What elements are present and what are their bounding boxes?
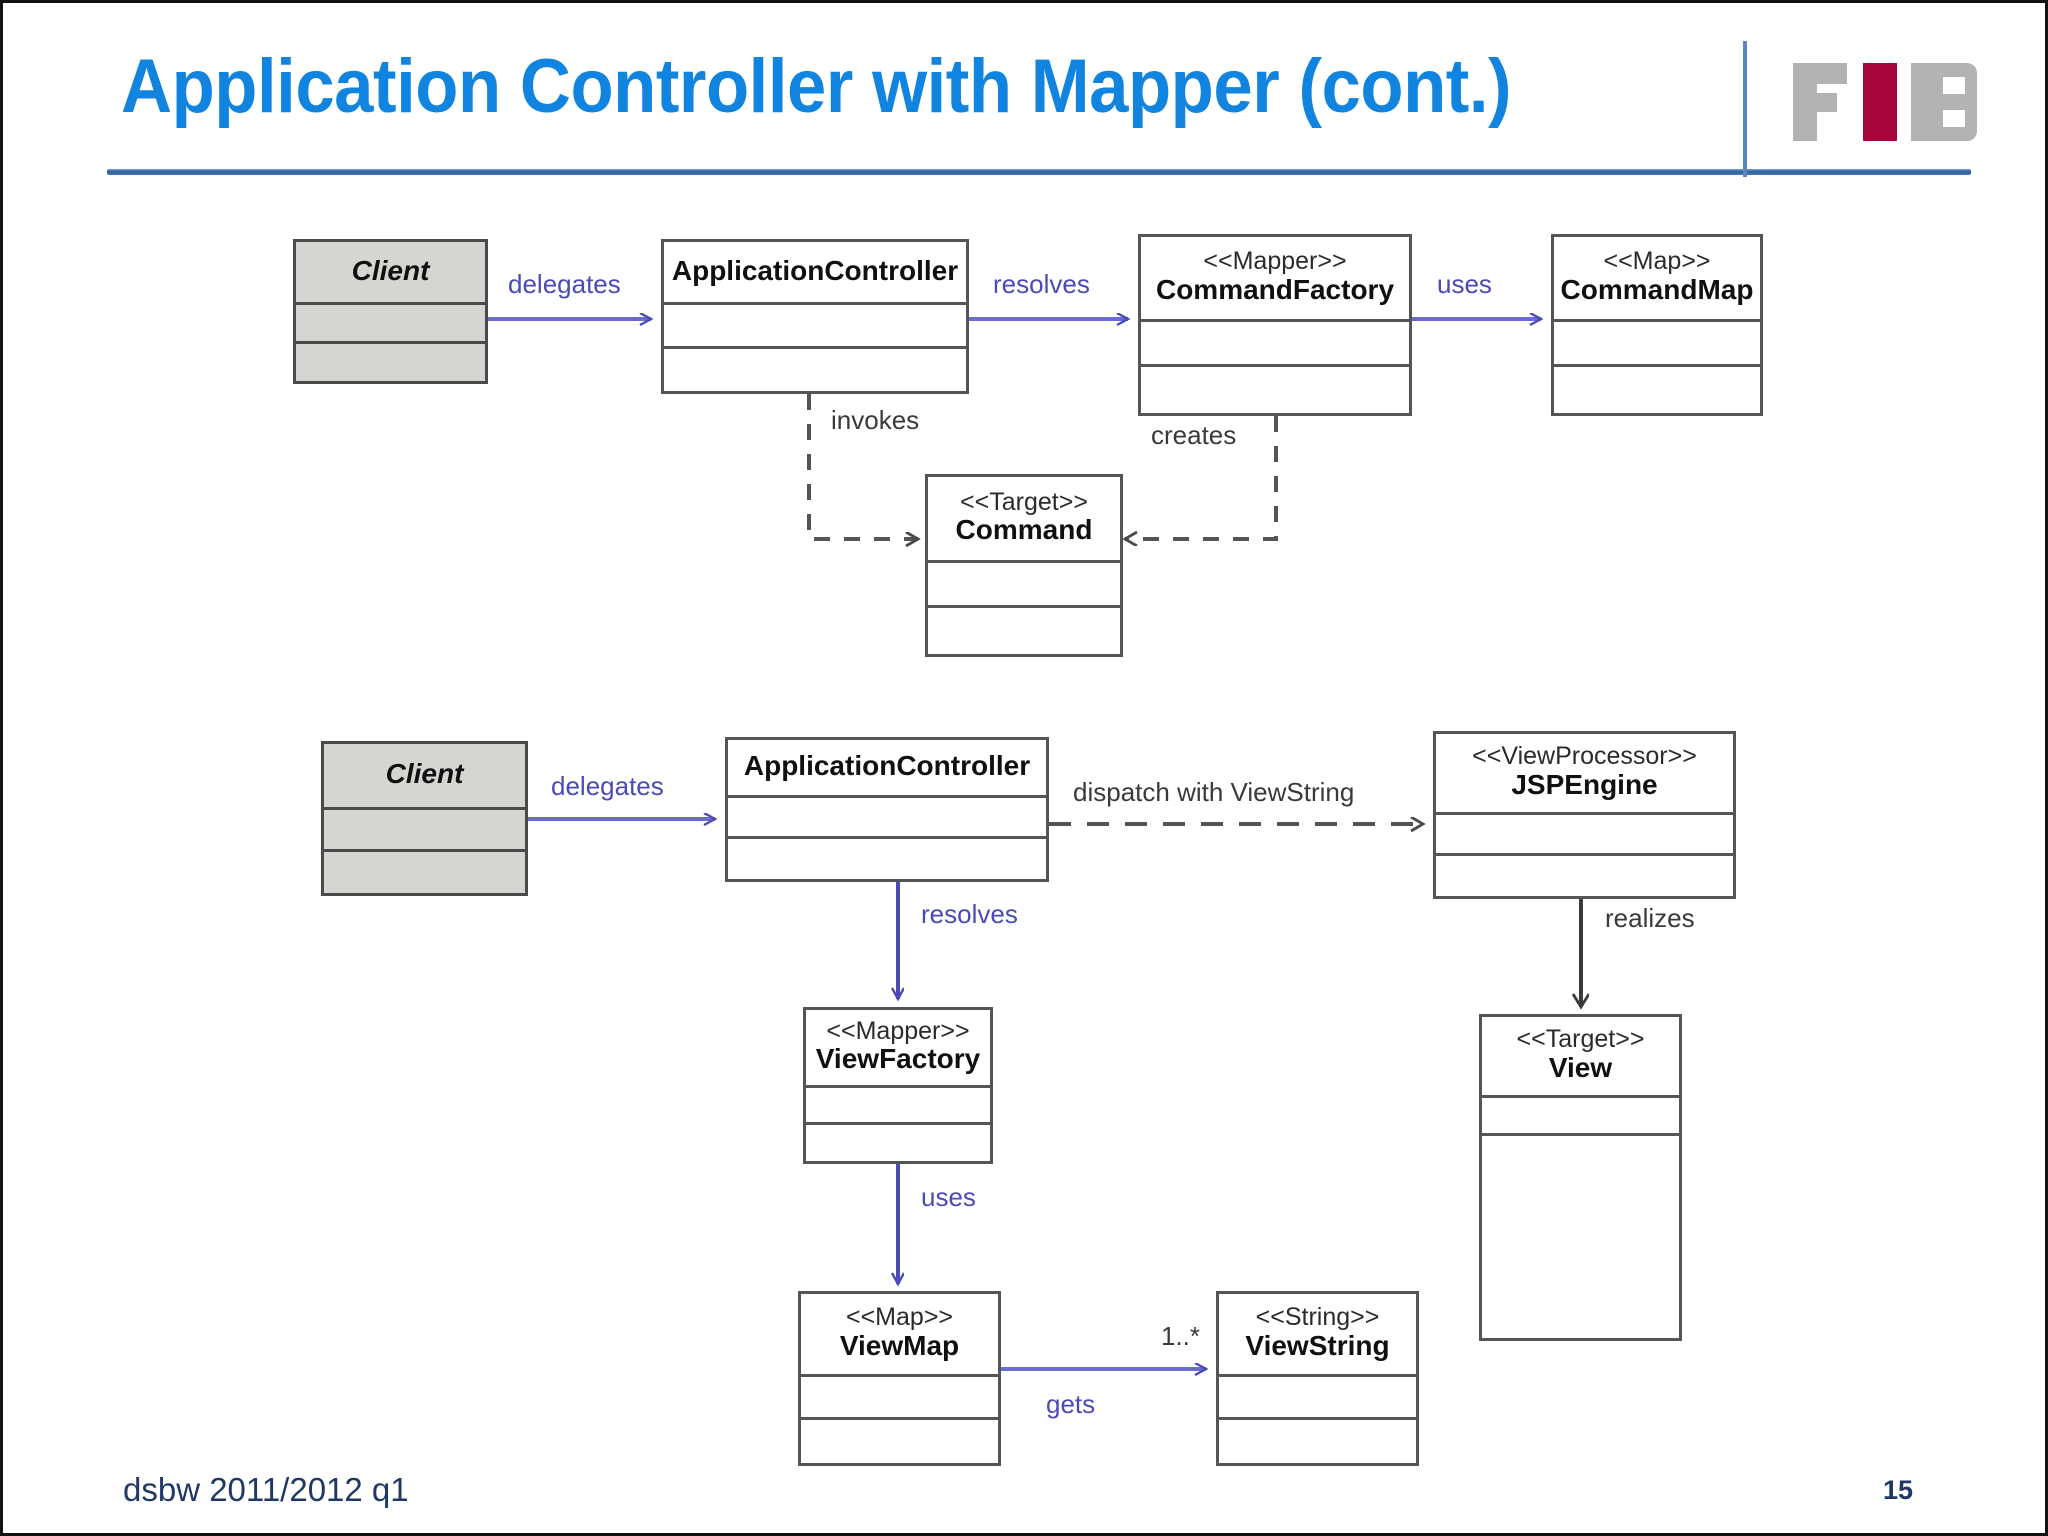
uml-class-header: <<Target>> Command	[928, 477, 1120, 560]
edge-label-resolves-top: resolves	[993, 269, 1090, 299]
uml-class-stereotype: <<Target>>	[1516, 1025, 1645, 1054]
uml-class-name: ApplicationController	[743, 750, 1031, 782]
edge-label-delegates-bottom: delegates	[551, 771, 664, 801]
uml-attributes-compartment	[801, 1374, 998, 1417]
uml-class-application-controller-top[interactable]: ApplicationController	[661, 239, 969, 394]
uml-class-header: <<ViewProcessor>> JSPEngine	[1436, 734, 1733, 812]
uml-attributes-compartment	[728, 795, 1046, 836]
uml-operations-compartment	[801, 1416, 998, 1463]
uml-operations-compartment	[728, 836, 1046, 879]
page-number: 15	[1883, 1475, 1914, 1505]
uml-class-stereotype: <<Mapper>>	[1203, 247, 1347, 276]
diagram-canvas: Client ApplicationController <<Mapper>> …	[3, 179, 2045, 1479]
uml-class-client-bottom[interactable]: Client	[321, 741, 528, 896]
edge-label-delegates-top: delegates	[508, 269, 621, 299]
uml-class-view-map[interactable]: <<Map>> ViewMap	[798, 1291, 1001, 1466]
uml-class-view[interactable]: <<Target>> View	[1479, 1014, 1682, 1341]
uml-operations-compartment	[1554, 364, 1760, 413]
uml-attributes-compartment	[806, 1085, 990, 1122]
uml-class-name: ViewMap	[839, 1329, 960, 1361]
uml-class-header: <<Target>> View	[1482, 1017, 1679, 1095]
edge-label-resolves-bottom: resolves	[921, 899, 1018, 929]
uml-class-stereotype: <<ViewProcessor>>	[1472, 742, 1697, 771]
edge-label-creates-top: creates	[1151, 420, 1237, 450]
uml-class-header: <<Map>> ViewMap	[801, 1294, 998, 1374]
logo-letter-b-stem	[1911, 63, 1937, 141]
uml-class-name: ViewFactory	[815, 1043, 981, 1075]
edge-label-gets: gets	[1046, 1389, 1096, 1419]
footer-course-label: dsbw 2011/2012 q1	[123, 1471, 409, 1508]
logo-letter-f-stem	[1793, 63, 1817, 141]
uml-attributes-compartment	[296, 302, 485, 341]
uml-operations-compartment	[1141, 364, 1409, 413]
slide-header: Application Controller with Mapper (cont…	[3, 3, 2045, 179]
page-title: Application Controller with Mapper (cont…	[121, 44, 1512, 129]
uml-operations-compartment	[296, 341, 485, 381]
uml-class-application-controller-bottom[interactable]: ApplicationController	[725, 737, 1049, 882]
logo-letter-i	[1863, 63, 1897, 141]
uml-class-stereotype: <<String>>	[1255, 1303, 1380, 1332]
uml-class-name: Client	[385, 758, 464, 790]
uml-class-command[interactable]: <<Target>> Command	[925, 474, 1123, 657]
uml-class-stereotype: <<Map>>	[1603, 247, 1711, 276]
header-vertical-divider	[1743, 41, 1747, 177]
uml-class-header: Client	[324, 744, 525, 807]
uml-attributes-compartment	[1554, 319, 1760, 364]
uml-class-header: <<Map>> CommandMap	[1554, 237, 1760, 319]
uml-class-stereotype: <<Target>>	[960, 487, 1088, 516]
title-underline-rule	[107, 169, 1971, 175]
uml-class-name: Client	[351, 254, 430, 286]
uml-operations-compartment	[1436, 853, 1733, 896]
uml-attributes-compartment	[1436, 812, 1733, 853]
uml-class-name: CommandFactory	[1155, 273, 1395, 305]
edge-label-realizes: realizes	[1605, 903, 1695, 933]
logo-letter-b-lower-counter	[1943, 110, 1965, 127]
edge-label-dispatch-with-viewstring: dispatch with ViewString	[1073, 777, 1355, 807]
uml-class-header: <<String>> ViewString	[1219, 1294, 1416, 1374]
uml-attributes-compartment	[1482, 1095, 1679, 1133]
edge-label-uses-bottom: uses	[921, 1182, 976, 1212]
uml-class-command-factory[interactable]: <<Mapper>> CommandFactory	[1138, 234, 1412, 416]
uml-class-view-string[interactable]: <<String>> ViewString	[1216, 1291, 1419, 1466]
uml-attributes-compartment	[664, 302, 966, 346]
uml-class-name: Command	[955, 514, 1093, 546]
uml-operations-compartment	[324, 849, 525, 893]
edge-label-invokes-top: invokes	[831, 405, 920, 435]
uml-attributes-compartment	[1141, 319, 1409, 364]
uml-operations-compartment	[806, 1122, 990, 1161]
uml-operations-compartment	[928, 605, 1120, 654]
uml-operations-compartment	[664, 346, 966, 391]
uml-class-jsp-engine[interactable]: <<ViewProcessor>> JSPEngine	[1433, 731, 1736, 899]
uml-class-name: ViewString	[1245, 1329, 1390, 1361]
uml-class-client-top[interactable]: Client	[293, 239, 488, 384]
uml-operations-compartment	[1219, 1416, 1416, 1463]
uml-attributes-compartment	[1219, 1374, 1416, 1417]
uml-class-header: <<Mapper>> ViewFactory	[806, 1010, 990, 1085]
logo-letter-b-upper-counter	[1943, 77, 1965, 94]
edge-label-multiplicity-viewstring: 1..*	[1161, 1321, 1201, 1351]
uml-attributes-compartment	[928, 560, 1120, 605]
uml-class-name: ApplicationController	[671, 254, 959, 286]
uml-class-header: <<Mapper>> CommandFactory	[1141, 237, 1409, 319]
uml-class-header: Client	[296, 242, 485, 302]
uml-class-header: ApplicationController	[664, 242, 966, 302]
uml-class-stereotype: <<Mapper>>	[826, 1016, 970, 1045]
uml-operations-compartment	[1482, 1133, 1679, 1177]
uml-class-header: ApplicationController	[728, 740, 1046, 795]
uml-class-command-map[interactable]: <<Map>> CommandMap	[1551, 234, 1763, 416]
uml-class-name: JSPEngine	[1511, 768, 1658, 800]
uml-class-name: View	[1548, 1051, 1613, 1083]
fib-logo	[1793, 63, 1983, 141]
edge-label-uses-top: uses	[1437, 269, 1492, 299]
uml-class-stereotype: <<Map>>	[845, 1303, 954, 1332]
uml-attributes-compartment	[324, 807, 525, 849]
uml-class-name: CommandMap	[1560, 273, 1754, 305]
uml-class-view-factory[interactable]: <<Mapper>> ViewFactory	[803, 1007, 993, 1164]
